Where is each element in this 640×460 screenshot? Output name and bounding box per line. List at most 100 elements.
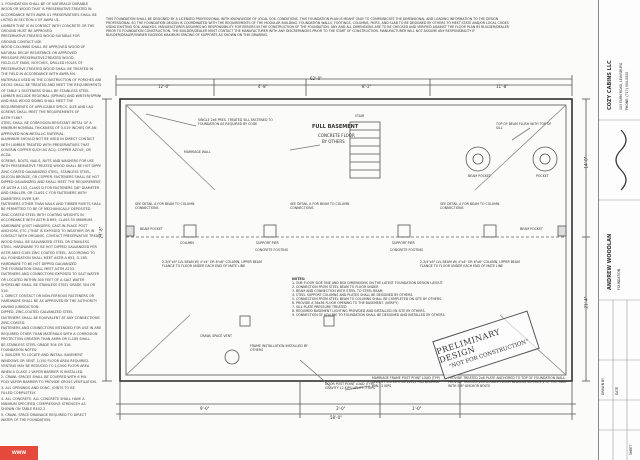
note-line: HAVING JURISDICTION. bbox=[1, 304, 40, 309]
company-phone: PHONE: (717) 000-0000 bbox=[625, 71, 629, 110]
note-line: CONTAIN COPPER SUCH AS ACQ, COPPER AZOLE… bbox=[1, 147, 91, 152]
note-line: AND SMALLER, OR CLASS C FOR FASTENERS WI… bbox=[1, 191, 87, 196]
beam-pocket bbox=[557, 225, 567, 237]
support-beam-note-left: 2-3/4"x9" LVL BEAM W/ 4"x4" OR 6"x6" COL… bbox=[162, 260, 262, 268]
drawn-by-label: DRAWN BY bbox=[601, 377, 605, 395]
leader-line bbox=[511, 127, 531, 141]
note-line: STEEL SHALL BE CORROSION-RESISTANT METAL… bbox=[1, 120, 92, 125]
dim-i: 1'-0" bbox=[412, 406, 422, 411]
note-line: FIELD-CUT ENDS, NOTCHES, DRILLED HOLES O… bbox=[1, 61, 83, 66]
overall-width-dim: 62'-0" bbox=[310, 76, 323, 81]
note-line: 316. bbox=[1, 288, 9, 293]
support-beam-note-right: 2-3/4"x9" LVL BEAM W/ 4"x4" OR 6"x6" COL… bbox=[420, 260, 520, 268]
crawl-vent-label: CRAWL SPACE VENT bbox=[200, 334, 232, 338]
note-line: THE FIELD IN ACCORDANCE WITH AWPA M4. bbox=[1, 72, 77, 77]
note-line: WITH LUMBER TREATED WITH PRESERVATIVES T… bbox=[1, 142, 90, 147]
note-line: ZINC-COATED STEEL WITH COATING WEIGHTS I… bbox=[1, 212, 84, 217]
bottom-width-dim: 58'-0" bbox=[330, 415, 343, 420]
note-line: WITH PRESERVATIVE TREATED WOOD SHALL BE … bbox=[1, 164, 101, 169]
marriage-wall-label: MARRIAGE WALL bbox=[184, 150, 211, 154]
note-line: SCREWS SHALL MEET THE REQUIREMENTS OF bbox=[1, 110, 80, 115]
beam-pocket-label: BEAM POCKET bbox=[468, 174, 491, 178]
note-line: FOUNDATION NOTES: bbox=[1, 348, 38, 352]
leader-line bbox=[145, 113, 197, 127]
header-note: THIS FOUNDATION SHALL BE DESIGNED BY A L… bbox=[106, 17, 594, 37]
note-line: THE FOUNDATION SHALL MEET ASTM A153. bbox=[1, 266, 76, 271]
note-line: FILLED COMPLETELY. bbox=[1, 391, 36, 396]
hatch-line bbox=[125, 314, 191, 376]
plate-anchor-note: PROVIDE TREATED 2x6 PLATE ANCHORED TO TO… bbox=[448, 376, 566, 388]
conc-footing-label: CONCRETE FOOTING bbox=[255, 248, 289, 252]
header-line: BUILDER/DEALER/OWNER EXCEEDS MAXIMUM SPA… bbox=[106, 33, 268, 37]
support-pier bbox=[323, 315, 335, 327]
right-dim-top: 14'-0" bbox=[583, 156, 589, 169]
note-line: WOOD SHALL BE GALVANIZED STEEL OR STAINL… bbox=[1, 239, 90, 244]
company-address: 103 FARM ROAD, LEWISBURG bbox=[619, 62, 623, 110]
column-label: COLUMN bbox=[180, 241, 194, 245]
note-line: VENTING MAY BE REDUCED TO 1/1500 FLOOR A… bbox=[1, 364, 90, 369]
plan-note-line: 6. PROVIDE A 36x36 FLOOR OPENING TO THE … bbox=[292, 301, 399, 305]
note-line: REQUIRED OTHER THAN MATERIALS WITH A COR… bbox=[1, 331, 98, 336]
round-footing-core bbox=[539, 153, 551, 165]
note-line: SILICON BRONZE, OR COPPER. FASTENERS SHA… bbox=[1, 175, 100, 179]
note-line: LUMBER THAT IS IN CONTACT WITH CONCRETE … bbox=[1, 23, 95, 28]
beam-pocket-label-right: BEAM POCKET bbox=[520, 227, 543, 231]
support-pier bbox=[183, 224, 197, 238]
note-line: CONTACT WITH ORGANIC, CONTACT PRESERVATI… bbox=[1, 234, 101, 239]
note-line: WOOD OR WOOD THAT IS PRESERVATIVE-TREATE… bbox=[1, 7, 92, 12]
note-line: AND MAIL WOOD SIDING SHALL MEET THE bbox=[1, 99, 74, 104]
leader-line bbox=[289, 144, 321, 151]
round-footing bbox=[532, 146, 558, 172]
note-line: 1. BUILDER TO LOCATE AND INSTALL BASEMEN… bbox=[1, 353, 83, 358]
dim-c: 8'-2" bbox=[362, 84, 372, 89]
stair-label: STAIR bbox=[355, 114, 365, 118]
support-pier bbox=[397, 224, 411, 238]
note-line: POLY VAPOR BARRIER TO PROVIDE CROSS VENT… bbox=[1, 380, 97, 385]
round-footing-core bbox=[472, 153, 484, 165]
header-line: PRIOR TO FOUNDATION CONSTRUCTION. THE BU… bbox=[106, 29, 476, 33]
leader-line bbox=[344, 385, 371, 391]
note-line: REQUIREMENTS OF APPLICABLE SPECS. SIZE A… bbox=[1, 104, 94, 109]
dim-h: 3'-0" bbox=[336, 406, 346, 411]
note-line: BE PERMITTED TO BE OF MECHANICALLY DEPOS… bbox=[1, 207, 91, 212]
note-line: 1. DIRECT CONTACT OR NON-FERROUS FASTENE… bbox=[1, 293, 94, 298]
note-line: ALUMINUM SHOULD NOT BE USED IN DIRECT CO… bbox=[1, 137, 95, 142]
round-footing bbox=[465, 146, 491, 172]
note-line: BE STAINLESS STEEL GRADE 304 OR 316. bbox=[1, 342, 72, 347]
note-line: ACCORDANCE WITH ASTM B 695, CLASS 55 MIN… bbox=[1, 218, 93, 223]
note-line: 4. ALL CONCRETE. ALL CONCRETE SHALL HAVE… bbox=[1, 396, 85, 401]
logo-swash-icon bbox=[615, 129, 627, 191]
note-line: HARDWARE TO BE HOT DIPPED GALVANIZED bbox=[1, 261, 77, 266]
note-line: ANCHORS, ETC.) THAT IS EXPOSED TO WEATHE… bbox=[1, 229, 95, 234]
title-block: COZY CABINS LLC 103 FARM ROAD, LEWISBURG… bbox=[598, 0, 640, 460]
note-line: STEEL. HARDWARE TO BE HOT DIPPED GALVANI… bbox=[1, 245, 97, 250]
full-basement-label: FULL BASEMENT bbox=[312, 124, 359, 130]
note-line: PROTECTION GREATER THAN AMPA OR G-185 SH… bbox=[1, 337, 91, 342]
note-line: WHEN A CLASS 1 VAPOR BARRIER IS INSTALLE… bbox=[1, 369, 84, 374]
header-line: USING EXISTING SOIL ANALYSIS. MANUFACTUR… bbox=[106, 25, 509, 29]
date-label: DATE bbox=[615, 386, 619, 395]
note-line: 5. CRAWL SPACE DRAINAGE REQUIRED TO DIRE… bbox=[1, 412, 87, 417]
note-line: PRESSURE-PRESERVATIVE-TREATED WOOD. bbox=[1, 56, 75, 61]
note-line: HARDWARE (JOIST HANGERS, CAST-IN-PLACE P… bbox=[1, 223, 88, 228]
note-line: SCREWS, BOLTS, NAILS, NUTS AND WASHERS F… bbox=[1, 158, 95, 163]
project-name: ANDREW WOODLAN bbox=[607, 233, 613, 290]
watermark-badge: www bbox=[0, 446, 38, 460]
stair-opening bbox=[349, 121, 381, 179]
note-line: MINIMUM NOMINAL THICKNESS OF 0.019 INCHE… bbox=[1, 126, 97, 131]
leader-line bbox=[299, 359, 331, 387]
support-pier bbox=[239, 315, 251, 327]
plan-note-line: 2. CONNECTION FROM STEEL BEAM TO FLOOR U… bbox=[292, 285, 379, 289]
header-line: THIS FOUNDATION SHALL BE DESIGNED BY A L… bbox=[106, 17, 499, 21]
plan-note-line: 3. BEAM AND CONNECTION WITH STEEL TO STE… bbox=[292, 289, 384, 293]
note-line: SHORELINE SHALL BE STAINLESS STEEL GRADE… bbox=[1, 283, 96, 288]
note-line: OF ASTM A 153, CLASS D FOR FASTENERS 3/8… bbox=[1, 185, 100, 190]
right-dim-bottom: 21'-4" bbox=[583, 296, 589, 309]
note-line: MINIMUM SPECIFIED COMPRESSIVE STRENGTH A… bbox=[1, 402, 86, 407]
support-pier bbox=[263, 224, 277, 238]
plan-note-line: 4. STEEL SUPPORT COLUMNS AND PLATES SHAL… bbox=[292, 293, 414, 297]
top-beam-note: TOP OF BEAM FLUSH WITH TOP OF SILL bbox=[496, 122, 552, 130]
dim-e: 9'-0" bbox=[200, 406, 210, 411]
plan-notes-title: NOTES: bbox=[292, 277, 306, 281]
company-name: COZY CABINS LLC bbox=[607, 60, 613, 110]
